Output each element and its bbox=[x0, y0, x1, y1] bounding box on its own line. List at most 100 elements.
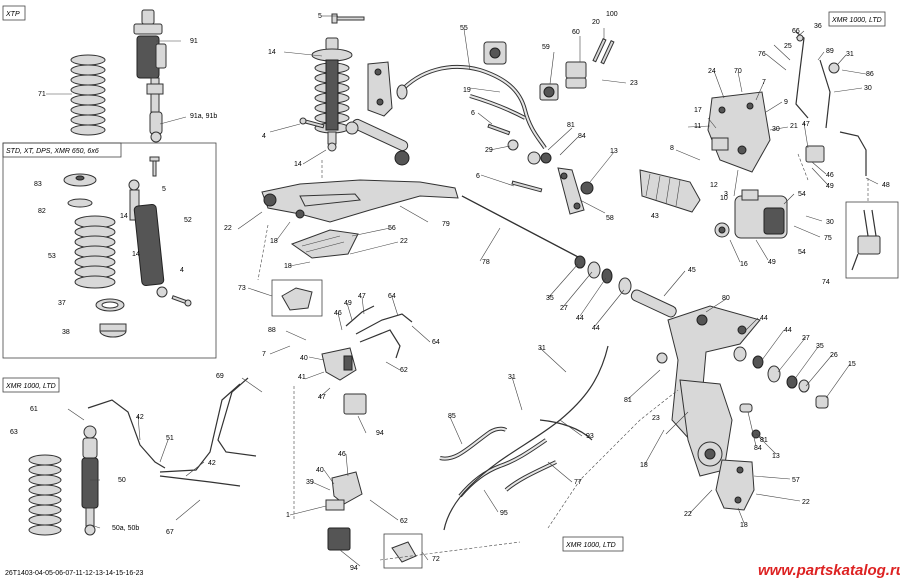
part-callout: 22 bbox=[400, 238, 408, 245]
shock-absorber-center bbox=[311, 37, 353, 152]
part-callout: 52 bbox=[184, 217, 192, 224]
part-callout: 49 bbox=[344, 300, 352, 307]
part-callout: 56 bbox=[388, 225, 396, 232]
part-callout: 81 bbox=[567, 122, 575, 129]
part-callout: 78 bbox=[482, 259, 490, 266]
part-callout: 94 bbox=[376, 430, 384, 437]
variant-box-xmr-left: XMR 1000, LTD bbox=[2, 377, 60, 393]
pivot-shaft bbox=[345, 118, 410, 166]
part-callout: 46 bbox=[334, 310, 342, 317]
skid-plate-56 bbox=[290, 229, 359, 259]
part-callout: 44 bbox=[592, 325, 600, 332]
shock-absorber-52 bbox=[128, 179, 168, 298]
part-callout: 13 bbox=[772, 453, 780, 460]
part-callout: 48 bbox=[882, 182, 890, 189]
part-callout: 7 bbox=[262, 351, 266, 358]
part-callout: 88 bbox=[268, 327, 276, 334]
caliper-front bbox=[321, 347, 357, 381]
part-callout: 3 bbox=[724, 191, 728, 198]
part-callout: 86 bbox=[866, 71, 874, 78]
part-callout: 39 bbox=[306, 479, 314, 486]
part-callout: 19 bbox=[463, 87, 471, 94]
part-callout: 89 bbox=[826, 48, 834, 55]
cable-93 bbox=[443, 345, 609, 531]
actuator-54 bbox=[714, 189, 788, 239]
part-callout: 84 bbox=[578, 133, 586, 140]
part-callout: 54 bbox=[798, 249, 806, 256]
part-callout: 35 bbox=[816, 343, 824, 350]
bolt-5 bbox=[331, 13, 365, 24]
part-callout: 38 bbox=[62, 329, 70, 336]
part-callout: 20 bbox=[592, 19, 600, 26]
bolt-5-std bbox=[149, 156, 160, 177]
part-callout: 18 bbox=[270, 238, 278, 245]
part-callout: 63 bbox=[10, 429, 18, 436]
part-callout: 60 bbox=[572, 29, 580, 36]
part-callout: 91 bbox=[190, 38, 198, 45]
module-46 bbox=[805, 145, 825, 163]
part-callout: 44 bbox=[760, 315, 768, 322]
cap-38 bbox=[99, 323, 127, 338]
part-callout: 93 bbox=[586, 433, 594, 440]
part-callout: 5 bbox=[318, 13, 322, 20]
part-callout: 79 bbox=[442, 221, 450, 228]
part-callout: 29 bbox=[485, 147, 493, 154]
part-callout: 77 bbox=[574, 479, 582, 486]
part-callout: 50 bbox=[118, 477, 126, 484]
detail-box-74 bbox=[845, 178, 899, 279]
bolt-4-std bbox=[171, 295, 192, 307]
part-callout: 17 bbox=[694, 107, 702, 114]
part-callout: 8 bbox=[670, 145, 674, 152]
part-callout: 44 bbox=[784, 327, 792, 334]
variant-box-std: STD, XT, DPS, XMR 650, 6x6 bbox=[2, 142, 217, 359]
part-callout: 73 bbox=[238, 285, 246, 292]
part-callout: 58 bbox=[606, 215, 614, 222]
part-callout: 18 bbox=[284, 263, 292, 270]
spring-63 bbox=[28, 454, 62, 536]
part-callout: 31 bbox=[846, 51, 854, 58]
brake-pads-94 bbox=[327, 393, 367, 551]
part-callout: 57 bbox=[792, 477, 800, 484]
part-callout: 37 bbox=[58, 300, 66, 307]
part-callout: 84 bbox=[754, 445, 762, 452]
sway-bar-78 bbox=[461, 195, 581, 259]
part-callout: 6 bbox=[471, 110, 475, 117]
part-callout: 12 bbox=[710, 182, 718, 189]
variant-box-xmr-bottom: XMR 1000, LTD bbox=[562, 536, 624, 552]
link-58 bbox=[557, 167, 585, 215]
part-callout: 42 bbox=[136, 414, 144, 421]
part-callout: 22 bbox=[802, 499, 810, 506]
part-callout: 16 bbox=[740, 261, 748, 268]
variant-box-xtp: XTP bbox=[2, 5, 26, 21]
part-callout: 31 bbox=[538, 345, 546, 352]
part-callout: 27 bbox=[802, 335, 810, 342]
spring-retainer-83 bbox=[63, 173, 97, 187]
part-callout: 82 bbox=[38, 208, 46, 215]
a-arm-79 bbox=[261, 179, 459, 223]
bushing-blocks bbox=[483, 41, 587, 101]
variant-box-xmr-left-label: XMR 1000, LTD bbox=[5, 383, 56, 390]
bracket-70 bbox=[707, 91, 771, 173]
part-callout: 24 bbox=[708, 68, 716, 75]
part-callout: 80 bbox=[722, 295, 730, 302]
brake-line-69 bbox=[159, 377, 257, 487]
part-callout: 11 bbox=[694, 123, 701, 130]
part-callout: 43 bbox=[651, 213, 659, 220]
part-callout: 76 bbox=[758, 51, 766, 58]
part-callout: 31 bbox=[508, 374, 516, 381]
bushing-set-center bbox=[487, 123, 594, 195]
brake-lines-64 bbox=[345, 305, 413, 359]
washer-82 bbox=[67, 198, 93, 208]
knuckle-rear bbox=[656, 352, 733, 477]
part-callout: 46 bbox=[826, 172, 834, 179]
part-callout: 59 bbox=[542, 44, 550, 51]
part-callout: 30 bbox=[864, 85, 872, 92]
part-callout: 14 bbox=[120, 213, 128, 220]
part-callout: 14 bbox=[294, 161, 302, 168]
part-callout: 54 bbox=[798, 191, 806, 198]
part-callout: 18 bbox=[740, 522, 748, 529]
part-callout: 64 bbox=[388, 293, 396, 300]
part-callout: 51 bbox=[166, 435, 174, 442]
part-callout: 72 bbox=[432, 556, 440, 563]
